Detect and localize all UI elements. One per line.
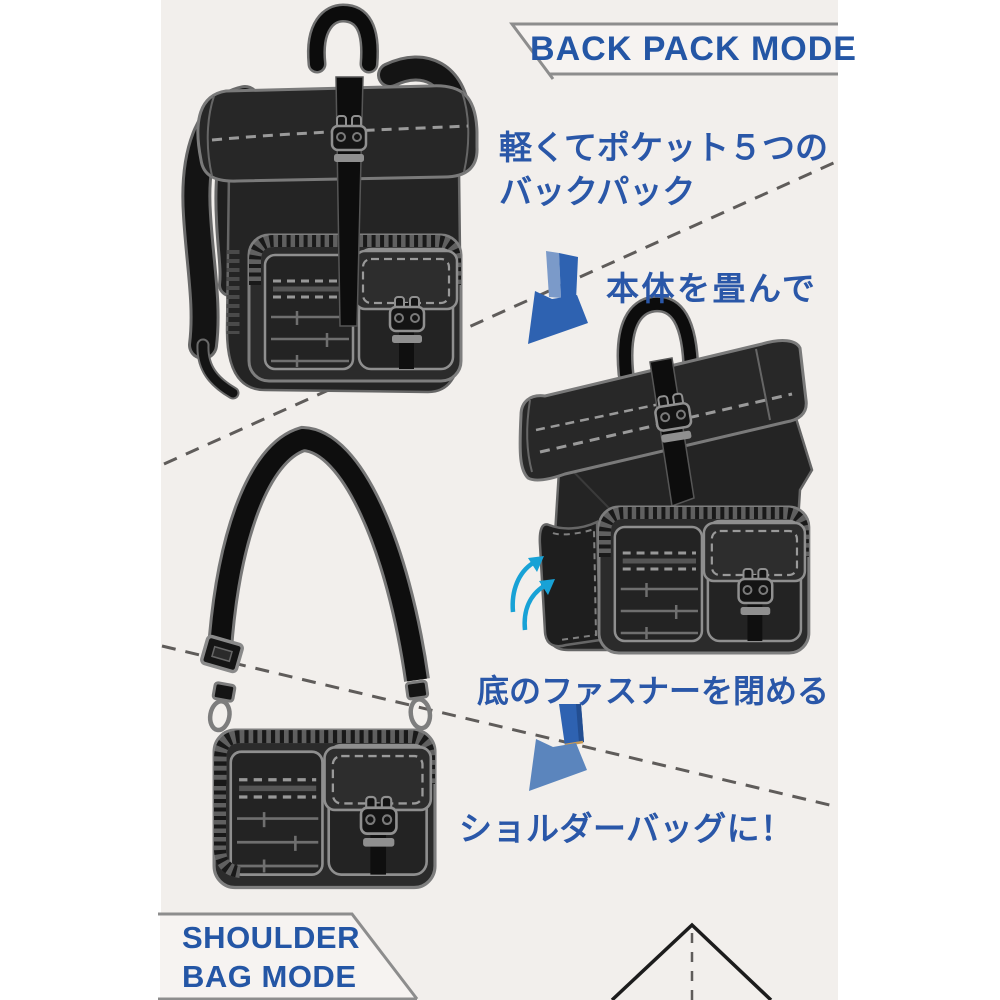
snap-hook-right bbox=[404, 679, 433, 731]
backpack-feature-caption-line2: バックパック bbox=[499, 173, 696, 210]
divider-dashed-line-2 bbox=[161, 644, 839, 809]
shoulder-bag-illustration bbox=[200, 425, 435, 888]
fold-guide-triangle bbox=[610, 922, 773, 1000]
fold-step-arrow bbox=[528, 251, 588, 344]
folded-backpack-illustration bbox=[518, 295, 812, 653]
divider-dashed-line-1 bbox=[163, 159, 839, 466]
strap-adjuster-buckle bbox=[200, 634, 244, 674]
shoulder-bag-mode-banner bbox=[158, 912, 419, 1000]
lift-direction-arrows bbox=[510, 556, 555, 631]
step-close-zipper-caption: 底のファスナーを閉める bbox=[477, 673, 830, 709]
shoulder-bag-mode-banner-line2: BAG MODE bbox=[182, 959, 357, 994]
snap-hook-left bbox=[207, 681, 237, 733]
shoulder-bag-mode-banner-line1: SHOULDER bbox=[182, 920, 360, 955]
backpack-mode-banner bbox=[509, 22, 838, 80]
backpack-feature-caption-line1: 軽くてポケット５つの bbox=[499, 129, 829, 166]
zipper-step-arrow bbox=[529, 704, 587, 791]
step-fold-caption: 本体を畳んで bbox=[606, 270, 818, 307]
backpack-illustration bbox=[181, 3, 479, 400]
backpack-mode-banner-label: BACK PACK MODE bbox=[530, 29, 857, 68]
result-shoulder-bag-caption: ショルダーバッグに！ bbox=[459, 810, 794, 847]
